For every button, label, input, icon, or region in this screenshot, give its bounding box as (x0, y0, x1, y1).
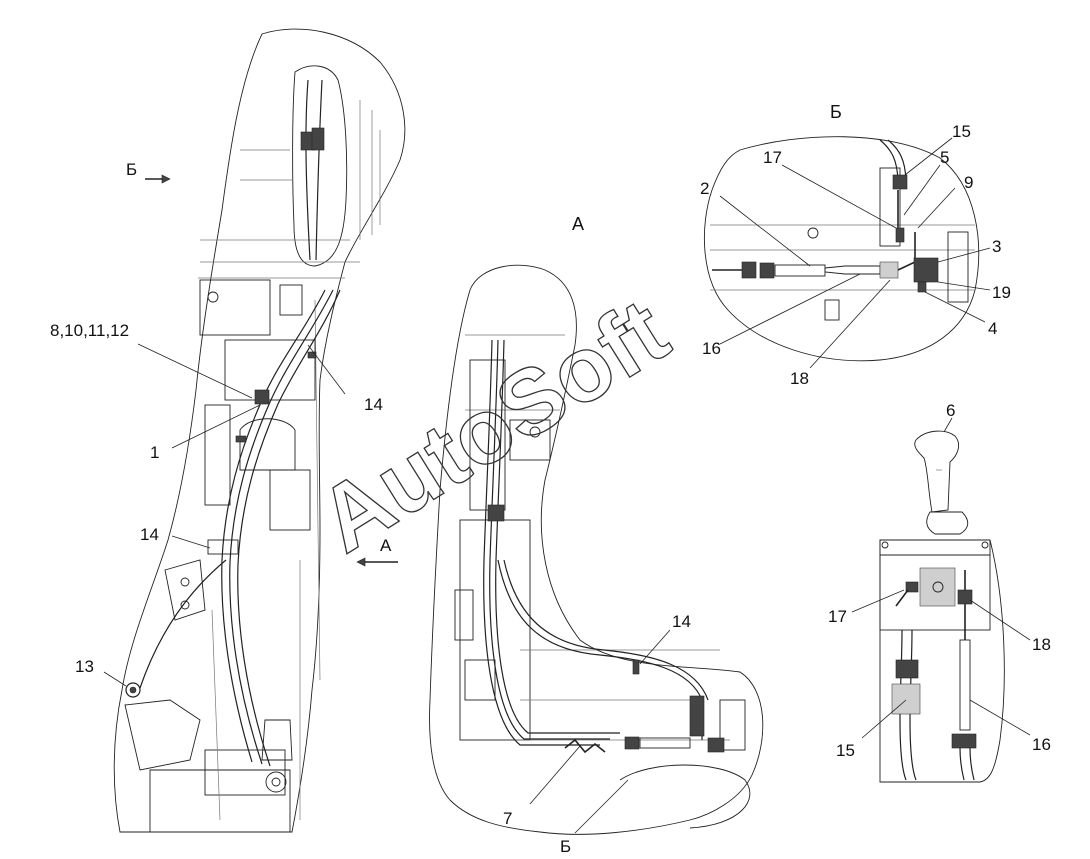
lever-label-16: 16 (1032, 735, 1051, 754)
lever-view-outline (879, 539, 1005, 783)
lever-view: 6 17 18 15 16 (828, 401, 1051, 783)
view-b-label-15: 15 (952, 122, 971, 141)
view-a: А 14 7 Б (429, 214, 764, 856)
lever-label-6: 6 (946, 401, 955, 420)
section-marker-a: А (380, 536, 392, 555)
main-label-8-10-11-12: 8,10,11,12 (50, 321, 129, 340)
main-label-14-upper: 14 (364, 395, 383, 414)
main-label-14-lower: 14 (140, 525, 159, 544)
watermark: AutoSoft (302, 280, 685, 572)
view-b-outline (703, 136, 980, 362)
view-b-label-4: 4 (988, 319, 997, 338)
view-b-label-18: 18 (790, 369, 809, 388)
lever-label-17: 17 (828, 607, 847, 626)
view-a-label-b: Б (560, 837, 571, 856)
view-b-label-3: 3 (992, 237, 1001, 256)
lever-label-15: 15 (836, 741, 855, 760)
view-b-label-17: 17 (763, 148, 782, 167)
lever-label-18: 18 (1032, 635, 1051, 654)
main-view-outline (113, 28, 406, 833)
view-a-label-7: 7 (503, 809, 512, 828)
view-b-label-19: 19 (992, 283, 1011, 302)
view-b-label-9: 9 (964, 173, 973, 192)
section-marker-b: Б (126, 160, 137, 179)
main-view: 8,10,11,12 1 14 14 13 Б А (50, 28, 406, 833)
view-b-label-16: 16 (702, 339, 721, 358)
view-b-title: Б (830, 102, 842, 122)
view-a-outline (429, 264, 764, 835)
view-b-label-5: 5 (940, 148, 949, 167)
view-a-label-14: 14 (672, 612, 691, 631)
view-b-label-2: 2 (700, 179, 709, 198)
view-a-title: А (572, 214, 584, 234)
view-b: Б 15 17 5 9 (700, 102, 1011, 388)
main-label-1: 1 (150, 443, 159, 462)
main-label-13: 13 (75, 657, 94, 676)
